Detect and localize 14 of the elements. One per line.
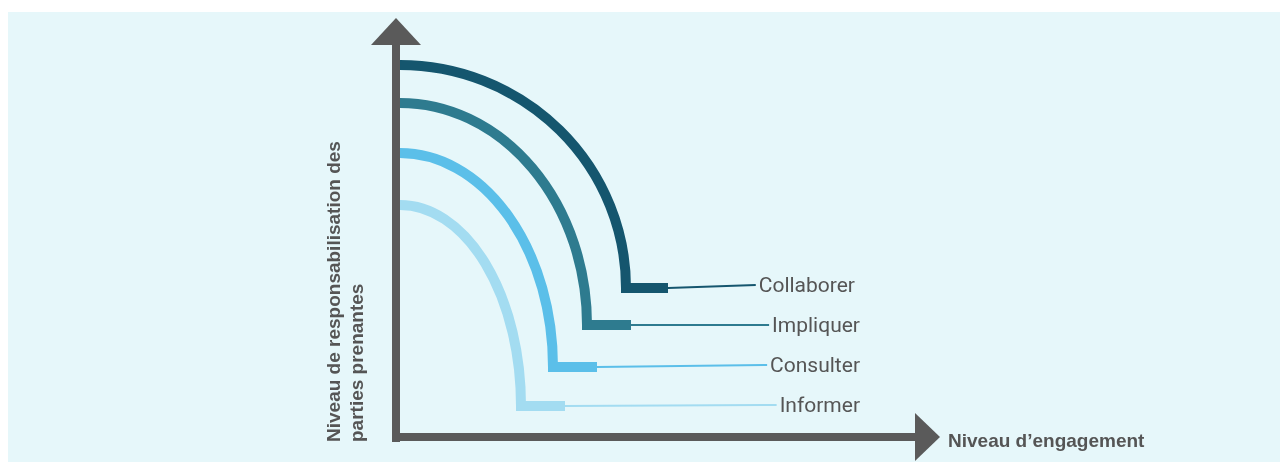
leader-line [630,324,771,326]
axis-title: Niveau d’engagement [948,429,1145,452]
arc-band [399,200,565,411]
leader-line [564,404,778,407]
level-label: Collaborer [758,273,855,297]
arc-band [399,60,668,293]
arc-band [399,148,597,372]
axis-title: Niveau de responsabilisation des parties prenantes [322,140,368,442]
level-label: Informer [779,393,860,417]
arc-band [399,98,631,330]
level-label: Consulter [770,353,860,377]
leader-line [667,284,757,289]
leader-line [596,364,769,368]
level-label: Impliquer [772,313,860,337]
